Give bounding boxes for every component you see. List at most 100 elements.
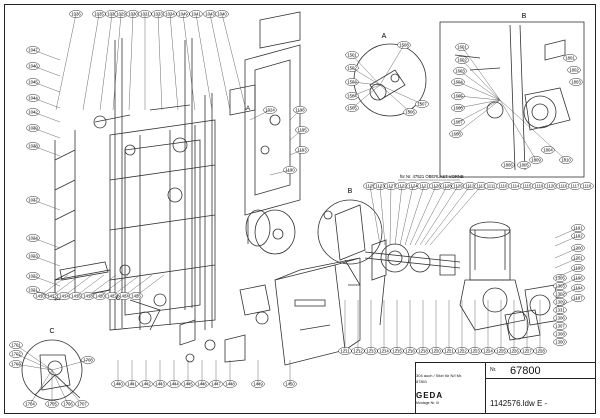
leader-line	[123, 274, 153, 297]
leader-line	[455, 99, 501, 135]
control-box-lid	[274, 257, 361, 281]
part-number: 1806	[503, 163, 513, 168]
part-number-callout: 1115	[520, 182, 534, 190]
leader-line	[87, 274, 117, 297]
leader-line	[429, 185, 482, 246]
drawing-number: 67800	[510, 365, 541, 377]
leader-line	[404, 185, 425, 246]
leader-line	[99, 13, 113, 111]
leader-line	[351, 84, 381, 109]
drawing-no-label: Nr.	[490, 367, 497, 373]
part-number-callout: 1414	[57, 292, 71, 300]
part-number: 1441	[127, 382, 137, 387]
leader-line	[75, 274, 105, 297]
part-number: 1113	[477, 184, 487, 189]
leader-line	[29, 369, 53, 405]
leader-line	[32, 145, 61, 157]
part-number: 1222	[457, 349, 467, 354]
leader-line	[554, 277, 579, 289]
detail-a-circle	[353, 43, 427, 117]
part-number: 1115	[523, 184, 533, 189]
part-number: 1442	[141, 382, 151, 387]
leader-line	[112, 13, 122, 111]
carriage-cross	[109, 164, 216, 281]
shaft	[364, 257, 461, 269]
leader-line	[389, 185, 392, 246]
leader-line	[32, 97, 61, 109]
leader-line	[32, 199, 61, 211]
part-number: 1448	[225, 382, 235, 387]
part-number: 1119	[535, 184, 545, 189]
assembly-note: für Nr. 47521 OBERLAST VORNE	[400, 174, 464, 179]
carriage-inner	[124, 139, 201, 316]
part-number-callout: 1120	[544, 182, 558, 190]
part-number: 1024	[265, 108, 275, 113]
part-number: 1124	[408, 184, 418, 189]
mast-braces	[54, 149, 76, 281]
leader-line	[457, 99, 501, 109]
part-number: 1446	[197, 382, 207, 387]
leader-line	[32, 127, 61, 139]
brand-sub: Montage Nr. III	[416, 401, 439, 405]
leader-line	[289, 109, 301, 121]
part-number: 1128	[442, 184, 452, 189]
part-number: 1031	[140, 12, 150, 17]
part-number-callout: 1300	[553, 338, 567, 346]
leader-line	[379, 84, 423, 105]
leader-line	[499, 99, 537, 161]
part-number-callout: 1805	[517, 161, 531, 169]
leader-line	[351, 54, 381, 86]
part-number: 1127	[386, 184, 396, 189]
part-number: 1226	[509, 349, 519, 354]
part-number: 1216	[405, 349, 415, 354]
detail-b-main-letter: B	[348, 188, 353, 195]
leader-line	[39, 274, 69, 297]
part-number: 1214	[379, 349, 389, 354]
part-number: 1200	[573, 246, 583, 251]
part-number: 1218	[418, 349, 428, 354]
part-number: 1129	[453, 184, 463, 189]
leader-line	[51, 369, 69, 405]
leader-line	[554, 267, 579, 279]
leader-line	[15, 363, 53, 371]
title-block: 304 auch / Sitzt für N/I Mr. 87801 GEDA …	[416, 362, 596, 414]
carriage-rods	[139, 125, 196, 330]
leader-line	[32, 275, 61, 287]
part-number: 1224	[483, 349, 493, 354]
part-number: 1704	[25, 402, 35, 407]
part-number-callout: 1041	[189, 10, 203, 18]
coupling	[504, 309, 541, 341]
part-number: 1801	[565, 56, 575, 61]
part-number: 1195	[297, 128, 307, 133]
part-number: 1193	[297, 148, 307, 153]
foot-bar	[59, 261, 109, 281]
part-number: 1331	[555, 308, 565, 313]
part-number-callout: 1806	[501, 161, 515, 169]
part-number: 1197	[573, 296, 583, 301]
part-number: 1121	[419, 184, 429, 189]
part-number: 1450	[285, 382, 295, 387]
center-posts	[184, 38, 193, 310]
leader-line	[379, 44, 405, 86]
leader-line	[414, 185, 448, 246]
part-number: 1213	[366, 349, 376, 354]
file-name: 1142576.ldw E -	[490, 399, 548, 408]
part-number-callout: 1305	[553, 274, 567, 282]
part-number: 1440	[113, 382, 123, 387]
leader-line	[249, 109, 271, 121]
part-number: 1601	[457, 45, 467, 50]
part-number: 1706	[63, 402, 73, 407]
part-number: 1308	[555, 332, 565, 337]
title-small-line1: 304 auch / Sitzt für N/I Mr.	[416, 373, 463, 378]
leader-line	[195, 13, 213, 111]
part-number: 1049	[178, 12, 188, 17]
spindle	[379, 274, 386, 326]
part-number-callout: 1306	[553, 314, 567, 322]
part-number: 1112	[466, 184, 476, 189]
detail-a-letter: A	[382, 33, 387, 40]
part-number-callout: 1804	[541, 146, 555, 154]
part-number: 1707	[77, 402, 87, 407]
detail-b-box	[439, 21, 585, 178]
part-number: 1040	[217, 12, 227, 17]
part-number: 1120	[546, 184, 556, 189]
